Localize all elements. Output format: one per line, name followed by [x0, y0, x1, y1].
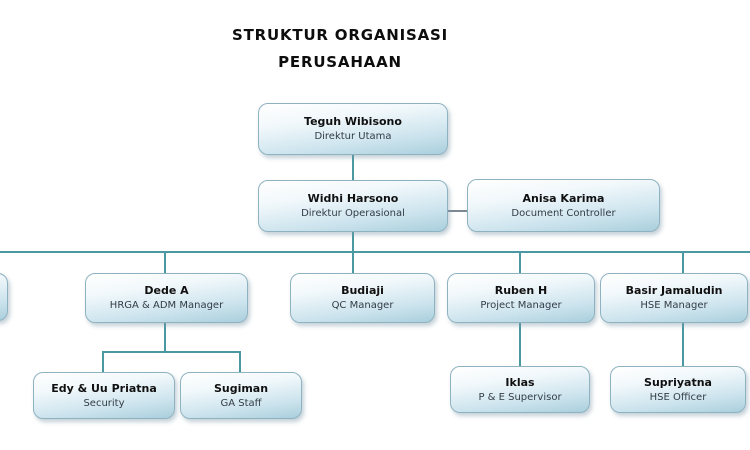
org-node-supriyatna: Supriyatna HSE Officer [610, 366, 746, 413]
person-name: Anisa Karima [522, 191, 605, 205]
person-role: QC Manager [331, 300, 394, 311]
person-role: HSE Manager [640, 300, 708, 311]
person-role: HSE Officer [649, 391, 707, 403]
connector-dede-down [164, 323, 166, 353]
org-node-basir-jamaludin: Basir Jamaludin HSE Manager [600, 273, 748, 323]
org-node-edy-uu-priatna: Edy & Uu Priatna Security [33, 372, 175, 419]
connector-ruben-iklas [519, 323, 521, 366]
connector-spine-budiaji [352, 253, 354, 273]
person-role: Document Controller [511, 207, 616, 219]
person-name: Budiaji [341, 284, 384, 297]
person-name: Iklas [505, 375, 535, 389]
person-name: Dede A [144, 284, 189, 297]
org-node-partial-left [0, 273, 8, 321]
org-node-budiaji: Budiaji QC Manager [290, 273, 435, 323]
connector-basir-supriyatna [682, 323, 684, 366]
person-name: Basir Jamaludin [625, 284, 723, 297]
person-name: Supriyatna [644, 375, 712, 389]
person-role: P & E Supervisor [478, 391, 562, 403]
connector-dede-branch [102, 351, 241, 353]
connector-widhi-anisa [448, 210, 467, 212]
connector-widhi-spine [352, 232, 354, 253]
org-node-teguh-wibisono: Teguh Wibisono Direktur Utama [258, 103, 448, 155]
person-role: GA Staff [220, 397, 262, 409]
org-node-widhi-harsono: Widhi Harsono Direktur Operasional [258, 180, 448, 232]
person-name: Widhi Harsono [307, 192, 399, 205]
org-node-ruben-h: Ruben H Project Manager [447, 273, 595, 323]
person-name: Edy & Uu Priatna [51, 381, 157, 395]
person-name: Ruben H [494, 284, 548, 297]
person-role: Project Manager [480, 300, 562, 311]
org-node-iklas: Iklas P & E Supervisor [450, 366, 590, 413]
org-node-anisa-karima: Anisa Karima Document Controller [467, 179, 660, 232]
person-role: Security [83, 397, 125, 409]
org-node-dede-a: Dede A HRGA & ADM Manager [85, 273, 248, 323]
connector-branch-sugiman [239, 353, 241, 372]
connector-spine [0, 251, 750, 253]
person-name: Sugiman [213, 381, 269, 395]
chart-title-line1: STRUKTUR ORGANISASI [232, 26, 448, 44]
person-name: Teguh Wibisono [304, 115, 402, 128]
connector-branch-edy [102, 353, 104, 372]
connector-spine-dede [164, 253, 166, 273]
connector-teguh-widhi [352, 155, 354, 180]
org-node-sugiman: Sugiman GA Staff [180, 372, 302, 419]
connector-spine-basir [682, 253, 684, 273]
person-role: HRGA & ADM Manager [109, 300, 224, 311]
person-role: Direktur Operasional [301, 208, 405, 219]
chart-title: STRUKTUR ORGANISASI PERUSAHAAN [170, 22, 510, 76]
chart-title-line2: PERUSAHAAN [278, 53, 402, 71]
connector-spine-ruben [519, 253, 521, 273]
person-role: Direktur Utama [314, 131, 392, 142]
